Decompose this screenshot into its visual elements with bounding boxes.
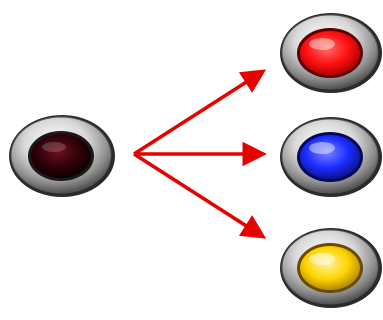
arrow-to-red	[134, 72, 262, 154]
arrows	[134, 72, 262, 236]
arrow-to-yellow	[134, 154, 262, 236]
button-yellow-icon	[280, 228, 382, 308]
button-red-icon	[280, 13, 382, 93]
button-dark-icon	[9, 115, 115, 197]
button-blue-icon	[280, 117, 382, 197]
